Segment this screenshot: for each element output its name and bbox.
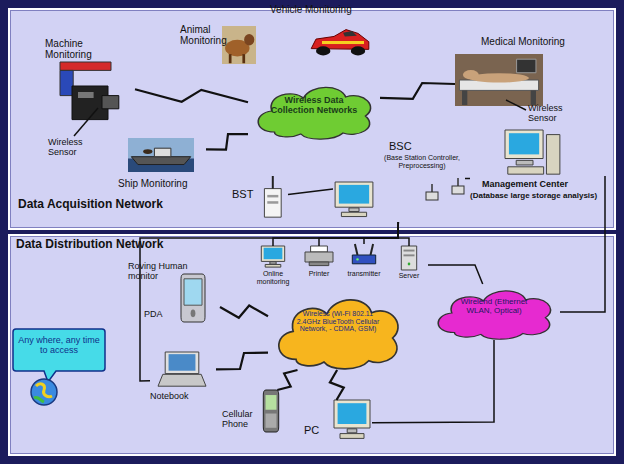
node-label: Printer [300, 270, 338, 278]
node-label: BSC [389, 140, 429, 152]
node-label: Roving Human monitor [128, 262, 200, 282]
node-label: Wirelend (Ethernet WLAN, Optical) [454, 298, 534, 316]
animal-icon [222, 26, 256, 64]
device-node: Roving Human monitorPDA [128, 262, 220, 334]
wireless-dongle [426, 178, 464, 200]
wired-link [372, 340, 494, 423]
wired-link [140, 222, 398, 381]
node-label: Notebook [150, 392, 216, 402]
machine-icon [60, 62, 120, 122]
network-cloud: Wirelend (Ethernet WLAN, Optical) [428, 284, 560, 340]
router-icon [351, 244, 377, 266]
network-cloud: Wireless Data Collection Networks [248, 80, 380, 140]
wired-link [273, 222, 398, 246]
device-node: Printer [300, 246, 338, 282]
device-node: Ship Monitoring [118, 138, 206, 193]
network-band: Data Acquisition Network Machine Monitori… [8, 8, 616, 230]
leader-line [506, 100, 526, 110]
node-label: Management Center [482, 180, 602, 190]
wired-link [288, 189, 333, 195]
wired-link [428, 265, 483, 284]
wireless-link [277, 370, 297, 390]
node-label: Wireless (Wi-Fi 802.11 2.4GHz BlueTooth … [296, 310, 380, 333]
device-node: BST [232, 174, 288, 222]
pc-icon [332, 400, 372, 440]
wireless-link [135, 89, 248, 102]
node-label: Server [390, 272, 428, 280]
device-node: Cellular Phone [222, 390, 284, 438]
node-label: Animal Monitoring [180, 24, 225, 46]
device-node: BSC (Base Station Controller, Preprocessi… [333, 140, 465, 222]
leader-line [74, 108, 98, 136]
node-label: Data Acquisition Network [18, 198, 248, 211]
node-label: Medical Monitoring [481, 36, 575, 47]
node-label: Data Distribution Network [16, 238, 246, 251]
node-label: Ship Monitoring [118, 178, 206, 189]
network-cloud: Wireless (Wi-Fi 802.11 2.4GHz BlueTooth … [268, 290, 408, 370]
network-band: Data Distribution NetworkOnline monitori… [8, 234, 616, 456]
tower-icon [262, 176, 286, 218]
pda-icon [178, 274, 208, 322]
node-label: PC [304, 424, 330, 436]
wireless-link [216, 353, 268, 370]
globe-icon [31, 379, 57, 405]
node-label: Any where, any time to access [18, 336, 100, 356]
wireless-link [206, 134, 248, 150]
node-label: (Database large storage analysis) [470, 192, 605, 201]
device-node: Machine Monitoring [45, 38, 135, 130]
device-node: Medical Monitoring [455, 36, 575, 110]
node-label: transmitter [342, 270, 386, 278]
device-node: Animal Monitoring [180, 18, 258, 73]
node-label: BST [232, 188, 262, 200]
device-node: Management Center (Database large storage… [470, 130, 605, 222]
wired-link [465, 178, 470, 180]
wired-link [319, 222, 398, 246]
wired-link [560, 176, 605, 312]
callout-box: Any where, any time to access [12, 328, 106, 372]
node-label: Vehicle Monitoring [270, 4, 375, 15]
node-label: PDA [144, 310, 174, 320]
part-label: Wireless Sensor [528, 104, 588, 124]
server-icon [398, 246, 420, 270]
node-label: Wireless Data Collection Networks [270, 96, 358, 116]
phone-icon [260, 390, 282, 432]
wired-link [398, 222, 409, 246]
computer-icon [505, 130, 561, 176]
ship-icon [128, 138, 194, 172]
device-node: transmitter [342, 244, 386, 284]
node-label: Machine Monitoring [45, 38, 115, 60]
laptop-icon [158, 352, 206, 388]
wireless-link [380, 83, 455, 99]
device-node: PC [300, 400, 372, 446]
bed-icon [455, 54, 543, 106]
node-label: Online monitoring [252, 270, 294, 285]
node-label: Cellular Phone [222, 410, 262, 430]
device-node: Server [390, 246, 428, 284]
wired-link [364, 222, 398, 244]
wireless-link [220, 306, 268, 318]
car-icon [310, 22, 370, 60]
device-node: Online monitoring [252, 246, 294, 286]
printer-icon [305, 246, 333, 266]
device-node: Notebook [150, 352, 216, 408]
wireless-link [330, 370, 344, 400]
node-label: (Base Station Controller, Preprocessing) [379, 154, 465, 169]
part-label: Wireless Sensor [48, 138, 100, 158]
online-icon [260, 246, 286, 268]
monitor-icon [333, 182, 375, 218]
device-node: Vehicle Monitoring [270, 4, 375, 64]
